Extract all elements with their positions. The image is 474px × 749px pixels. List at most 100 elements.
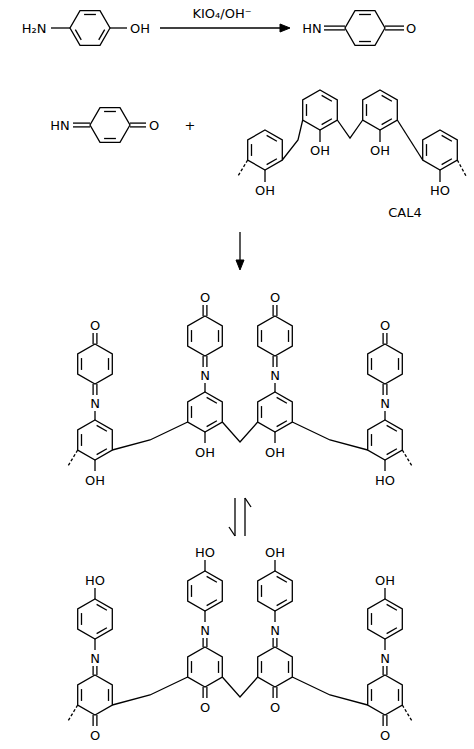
bond-line (261, 330, 262, 342)
ring (368, 599, 403, 639)
bond-line (206, 638, 207, 647)
atom-label: HN (49, 119, 71, 132)
atom-label: OH (129, 22, 151, 35)
bond-line (261, 661, 262, 673)
ring (423, 130, 458, 170)
atom-label: OH (84, 474, 106, 487)
bond-line (92, 666, 93, 675)
bond-line (386, 333, 387, 344)
bond-line (402, 450, 412, 466)
atom-label: OH (264, 446, 286, 459)
atom-label: O (199, 701, 211, 714)
atom-label: O (89, 729, 101, 742)
bond-line (251, 144, 252, 156)
bond-line (402, 705, 412, 721)
bond-line (384, 639, 385, 650)
compound-name: CAL4 (387, 206, 422, 219)
bond-line (274, 611, 275, 622)
bond-line (276, 687, 277, 698)
bond-line (84, 14, 96, 15)
bond-line (366, 104, 367, 116)
atom-label: N (379, 397, 391, 410)
ring (258, 571, 293, 611)
atom-label: H₂N (21, 22, 48, 35)
bond-line (96, 715, 97, 726)
bond-line (238, 160, 248, 176)
ring (368, 344, 403, 384)
bond-line (130, 126, 146, 127)
bond-line (204, 383, 205, 392)
bond-line (108, 689, 109, 701)
bond-line (274, 432, 275, 443)
bond-line (457, 160, 466, 176)
bond-line (239, 232, 240, 261)
bond-line (267, 159, 277, 165)
bond-line (272, 305, 273, 316)
bond-line (385, 25, 404, 26)
methylene-bridge (337, 120, 362, 138)
bond-line (387, 604, 397, 610)
bond-line (384, 411, 385, 420)
bond-line (94, 639, 95, 650)
bond-line (108, 358, 109, 370)
arrow-head (280, 24, 290, 32)
bond-line (94, 460, 95, 471)
bond-line (97, 604, 107, 610)
bond-line (398, 689, 399, 701)
bond-line (276, 356, 277, 367)
bond-line (207, 600, 217, 606)
bond-line (202, 687, 203, 698)
bond-line (207, 397, 217, 403)
bond-line (288, 661, 289, 673)
atom-label: O (89, 319, 101, 332)
bond-line (382, 666, 383, 675)
bond-line (94, 588, 95, 599)
ring (258, 647, 293, 687)
bond-line (191, 585, 192, 597)
bond-line (218, 330, 219, 342)
bond-line (382, 95, 392, 101)
methylene-bridge (222, 422, 257, 442)
bond-line (382, 384, 383, 395)
methylene-bridge (112, 422, 187, 450)
bond-line (322, 119, 332, 125)
bond-line (382, 333, 383, 344)
atom-label: OH (264, 546, 286, 559)
bond-line (319, 130, 320, 142)
methylene-bridge (282, 120, 302, 160)
bond-line (191, 406, 192, 418)
bond-line (244, 498, 245, 536)
bond-line (97, 628, 107, 634)
bond-line (371, 613, 372, 625)
methylene-bridge (222, 677, 257, 697)
bond-line (442, 135, 452, 141)
methylene-bridge (292, 677, 367, 705)
ring (368, 675, 403, 715)
ring (188, 571, 223, 611)
atom-label: O (269, 701, 281, 714)
bond-line (277, 397, 287, 403)
methylene-bridge (397, 120, 422, 160)
bond-line (96, 666, 97, 675)
bond-line (204, 432, 205, 443)
bond-line (202, 305, 203, 316)
atom-label: N (269, 624, 281, 637)
bond-line (277, 576, 287, 582)
ring (90, 108, 130, 143)
ring (188, 316, 223, 356)
bond-line (92, 715, 93, 726)
bond-line (264, 170, 265, 182)
bond-line (387, 628, 397, 634)
atom-label: OH (369, 144, 391, 157)
half-arrow-head (229, 527, 235, 536)
bond-line (359, 14, 371, 15)
bond-line (110, 27, 127, 28)
bond-line (96, 333, 97, 344)
bond-line (277, 600, 287, 606)
bond-line (385, 29, 404, 30)
bond-line (382, 715, 383, 726)
atom-label: O (148, 119, 160, 132)
ring (303, 90, 338, 130)
arrow-head (236, 260, 244, 270)
atom-label: O (379, 319, 391, 332)
